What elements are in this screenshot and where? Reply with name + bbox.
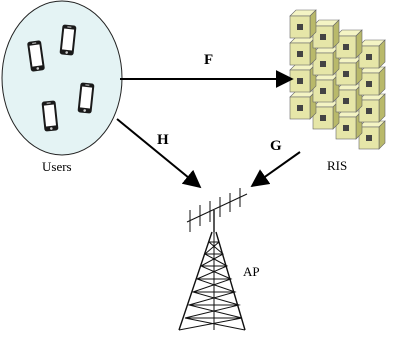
ris-element [335, 56, 363, 86]
ris-element [312, 100, 340, 130]
link-f: F [120, 52, 294, 88]
ris-element [289, 36, 317, 66]
link-g-label: G [270, 138, 282, 154]
ris-element [312, 19, 340, 49]
arrow-g [250, 151, 301, 188]
users-ellipse [1, 0, 123, 156]
arrow-h [116, 118, 202, 189]
ap-label: AP [243, 264, 260, 279]
ris-element [358, 66, 386, 96]
ris-element [358, 39, 386, 69]
link-h: H [116, 118, 202, 189]
ris-element [358, 120, 386, 150]
link-g: G [250, 138, 301, 188]
ris-element [335, 29, 363, 59]
ris-element [289, 9, 317, 39]
ris-element [335, 110, 363, 140]
users-group: Users [1, 0, 123, 174]
ris-element [335, 83, 363, 113]
ris-element [312, 73, 340, 103]
ris-element [289, 90, 317, 120]
ris-element [312, 46, 340, 76]
ris-element [289, 63, 317, 93]
ris-label: RIS [327, 158, 347, 173]
link-h-label: H [157, 132, 169, 148]
users-label: Users [42, 159, 72, 174]
antenna-tower-icon [178, 188, 248, 331]
link-f-label: F [204, 52, 213, 68]
ris-element [358, 93, 386, 123]
ris-panel [289, 9, 386, 150]
